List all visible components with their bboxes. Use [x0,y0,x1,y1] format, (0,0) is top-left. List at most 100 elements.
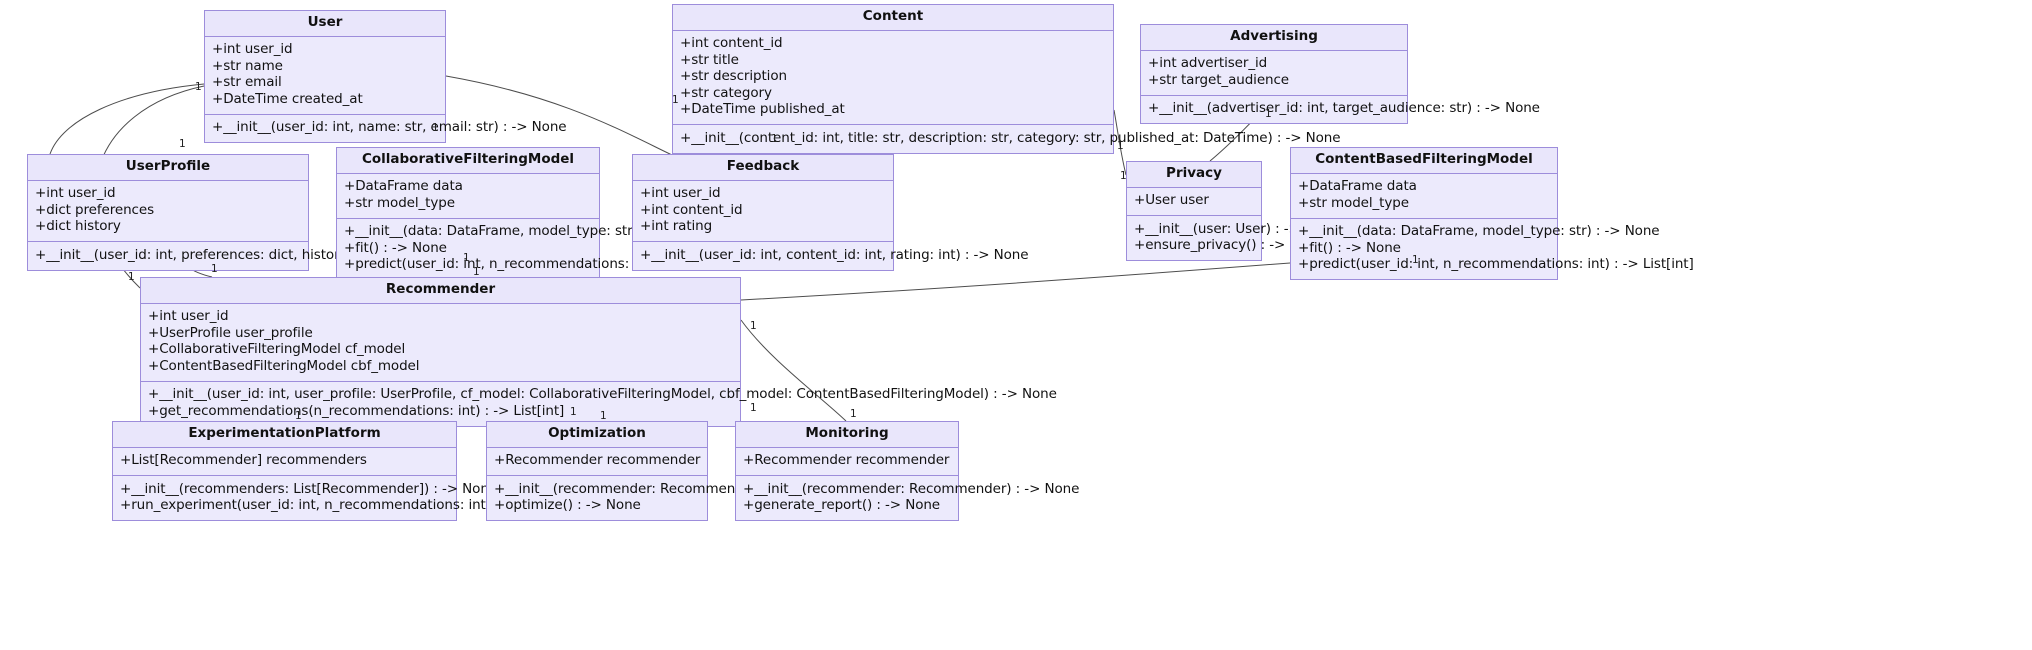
uml-method-row: +__init__(user_id: int, name: str, email… [212,119,567,135]
uml-attribute-row: +int advertiser_id [1148,55,1268,71]
uml-attributes-recommender: +int user_id+UserProfile user_profile+Co… [141,303,740,382]
multiplicity-label: 1 [179,138,186,150]
uml-attribute-row: +str target_audience [1148,71,1290,88]
multiplicity-label: 1 [211,263,218,275]
uml-attribute-row: +int content_id [680,35,783,51]
uml-method-row: +run_experiment(user_id: int, n_recommen… [120,497,638,513]
uml-attributes-experimentationplatform: +List[Recommender] recommenders [113,447,456,476]
uml-method-row: +__init__(user_id: int, content_id: int,… [640,246,1029,263]
uml-class-title-content: Content [673,5,1113,31]
multiplicity-label: 1 [1120,170,1127,182]
multiplicity-label: 1 [672,94,679,106]
uml-attribute-row: +dict preferences [35,201,155,218]
uml-attributes-userprofile: +int user_id+dict preferences+dict histo… [28,180,308,242]
uml-attribute-row: +DateTime published_at [680,101,845,117]
uml-attribute-row: +ContentBasedFilteringModel cbf_model [148,357,420,374]
uml-class-title-advertising: Advertising [1141,25,1407,51]
uml-method-row: +__init__(user_id: int, user_profile: Us… [148,386,1057,402]
uml-methods-recommender: +__init__(user_id: int, user_profile: Us… [141,381,1057,426]
multiplicity-label: 1 [600,410,607,422]
uml-method-row: +optimize() : -> None [494,497,641,513]
uml-attribute-row: +str email [212,74,282,90]
uml-methods-monitoring: +__init__(recommender: Recommender) : ->… [736,476,1080,520]
uml-class-userprofile[interactable]: UserProfile+int user_id+dict preferences… [27,154,453,271]
multiplicity-label: 1 [463,252,470,264]
multiplicity-label: 1 [750,402,757,414]
uml-class-optimization[interactable]: Optimization +Recommender recommender +__i… [486,421,831,521]
uml-method-row: +__init__(user: User) : -> None [1134,220,1339,237]
uml-attribute-row: +str description [680,68,787,84]
multiplicity-label: 1 [1117,140,1124,152]
multiplicity-label: 1 [473,266,480,278]
uml-attribute-row: +int user_id [35,185,116,201]
uml-attribute-row: +UserProfile user_profile [148,324,313,341]
uml-attribute-row: +int content_id [640,201,743,218]
uml-method-row: +__init__(data: DataFrame, model_type: s… [344,223,706,239]
uml-attribute-row: +int user_id [640,185,721,201]
uml-attribute-row: +str category [680,84,772,101]
association-edge-recommender-monitoring [740,319,847,422]
uml-attribute-row: +User user [1134,192,1209,208]
multiplicity-label: 1 [750,320,757,332]
uml-method-row: +__init__(recommender: Recommender) : ->… [743,480,1080,497]
uml-method-row: +generate_report() : -> None [743,497,941,513]
uml-attribute-row: +DateTime created_at [212,90,363,107]
uml-methods-cfmodel: +__init__(data: DataFrame, model_type: s… [337,218,740,279]
uml-attribute-row: +str title [680,51,739,68]
uml-methods-user: +__init__(user_id: int, name: str, email… [205,114,567,142]
uml-method-row: +__init__(recommenders: List[Recommender… [120,480,498,497]
uml-class-title-recommender: Recommender [141,278,740,304]
uml-methods-userprofile: +__init__(user_id: int, preferences: dic… [28,242,453,270]
uml-class-title-monitoring: Monitoring [736,422,958,448]
uml-method-row: +__init__(content_id: int, title: str, d… [680,129,1341,146]
uml-attributes-monitoring: +Recommender recommender [736,447,958,476]
uml-class-advertising[interactable]: Advertising +int advertiser_id+str target… [1140,24,1540,124]
uml-attributes-content: +int content_id+str title+str descriptio… [673,30,1113,125]
uml-class-title-cbfmodel: ContentBasedFilteringModel [1291,148,1557,174]
uml-class-title-feedback: Feedback [633,155,893,181]
uml-class-title-optimization: Optimization [487,422,707,448]
uml-class-title-cfmodel: CollaborativeFilteringModel [337,148,599,174]
uml-methods-content: +__init__(content_id: int, title: str, d… [673,125,1341,153]
uml-attribute-row: +int rating [640,218,713,234]
uml-method-row: +__init__(user_id: int, preferences: dic… [35,246,453,263]
uml-attribute-row: +DataFrame data [1298,178,1417,194]
uml-class-feedback[interactable]: Feedback+int user_id+int content_id+int … [632,154,1029,271]
uml-class-monitoring[interactable]: Monitoring+Recommender recommender +__ini… [735,421,1080,521]
uml-class-title-privacy: Privacy [1127,162,1261,188]
uml-methods-privacy: +__init__(user: User) : -> None+ensure_p… [1127,216,1339,260]
multiplicity-label: 1 [195,81,202,93]
multiplicity-label: 1 [1412,254,1419,266]
uml-method-row: +__init__(advertiser_id: int, target_aud… [1148,100,1540,116]
uml-class-cbfmodel[interactable]: ContentBasedFilteringModel +DataFrame dat… [1290,147,1694,280]
uml-method-row: +__init__(recommender: Recommender) : ->… [494,480,831,497]
uml-attributes-cfmodel: +DataFrame data+str model_type [337,173,599,219]
uml-attributes-optimization: +Recommender recommender [487,447,707,476]
uml-methods-optimization: +__init__(recommender: Recommender) : ->… [487,476,831,520]
uml-attributes-privacy: +User user [1127,187,1261,216]
uml-class-user[interactable]: User+int user_id+str name+str email+Date… [204,10,567,143]
uml-methods-advertising: +__init__(advertiser_id: int, target_aud… [1141,95,1540,123]
uml-method-row: +fit() : -> None [344,239,447,256]
uml-attribute-row: +DataFrame data [344,178,463,194]
uml-attribute-row: +int user_id [212,41,293,57]
uml-class-title-user: User [205,11,445,37]
uml-class-content[interactable]: Content+int content_id+str title+str des… [672,4,1341,154]
uml-class-cfmodel[interactable]: CollaborativeFilteringModel+DataFrame da… [336,147,740,280]
uml-method-row: +get_recommendations(n_recommendations: … [148,402,565,419]
multiplicity-label: 1 [432,122,439,134]
multiplicity-label: 1 [771,133,778,145]
uml-class-experimentationplatform[interactable]: ExperimentationPlatform +List[Recommender… [112,421,638,521]
uml-methods-feedback: +__init__(user_id: int, content_id: int,… [633,242,1029,270]
uml-method-row: +ensure_privacy() : -> None [1134,237,1325,253]
multiplicity-label: 1 [295,410,302,422]
uml-attribute-row: +List[Recommender] recommenders [120,452,367,468]
uml-class-title-experimentationplatform: ExperimentationPlatform [113,422,456,448]
uml-class-recommender[interactable]: Recommender+int user_id+UserProfile user… [140,277,1057,427]
uml-attribute-row: +Recommender recommender [494,452,701,468]
uml-class-privacy[interactable]: Privacy +User user +__init__(user: User) :… [1126,161,1339,261]
uml-methods-experimentationplatform: +__init__(recommenders: List[Recommender… [113,476,638,520]
uml-attribute-row: +str model_type [1298,194,1409,211]
uml-attributes-feedback: +int user_id+int content_id+int rating [633,180,893,242]
uml-method-row: +__init__(data: DataFrame, model_type: s… [1298,223,1660,239]
